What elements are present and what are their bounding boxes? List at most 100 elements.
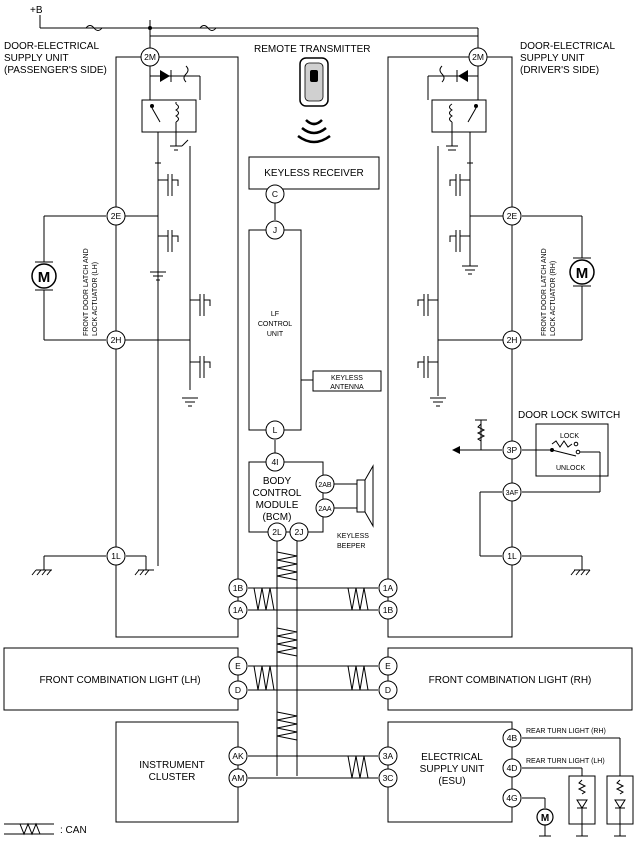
pin-1A-passenger: 1A xyxy=(228,600,248,620)
svg-text:SUPPLY UNIT: SUPPLY UNIT xyxy=(520,53,585,64)
svg-text:LOCK ACTUATOR (RH): LOCK ACTUATOR (RH) xyxy=(550,261,557,336)
fuse-1-icon xyxy=(85,25,103,31)
svg-text:CONTROL: CONTROL xyxy=(253,488,302,499)
svg-text:2E: 2E xyxy=(507,211,518,221)
keyless-beeper-icon xyxy=(356,464,374,528)
rear-turn-light-lh-icon xyxy=(568,775,596,837)
pin-1A-driver: 1A xyxy=(378,578,398,598)
svg-text:(BCM): (BCM) xyxy=(263,512,292,523)
svg-text:AK: AK xyxy=(232,751,244,761)
actuator-lh-label: FRONT DOOR LATCH AND LOCK ACTUATOR (LH) xyxy=(83,248,99,336)
instrument-cluster-box xyxy=(115,721,239,823)
pin-J: J xyxy=(265,220,285,240)
driver-actuator-wiring xyxy=(522,215,583,341)
passenger-door-electrical-supply-unit-box xyxy=(115,56,239,638)
svg-text:CLUSTER: CLUSTER xyxy=(149,772,196,783)
svg-text:FRONT DOOR LATCH AND: FRONT DOOR LATCH AND xyxy=(541,248,548,336)
pin-2E-passenger: 2E xyxy=(106,206,126,226)
pin-4G: 4G xyxy=(502,788,522,808)
esu-motor-icon: M xyxy=(536,808,554,837)
keyless-antenna-label: KEYLESS ANTENNA xyxy=(330,375,364,391)
pin-2J: 2J xyxy=(289,522,309,542)
can-bus-wiring xyxy=(248,540,378,779)
svg-text:2M: 2M xyxy=(472,52,484,62)
passenger-actuator-wiring xyxy=(43,215,106,341)
svg-text:2L: 2L xyxy=(272,527,282,537)
pin-2L: 2L xyxy=(267,522,287,542)
pin-D-rh: D xyxy=(378,680,398,700)
svg-text:BODY: BODY xyxy=(263,476,292,487)
svg-text:DOOR-ELECTRICAL: DOOR-ELECTRICAL xyxy=(520,41,615,52)
svg-text:1A: 1A xyxy=(233,605,244,615)
svg-text:D: D xyxy=(235,685,241,695)
svg-text:ANTENNA: ANTENNA xyxy=(330,384,364,391)
passenger-ground-wiring xyxy=(31,555,154,576)
passenger-unit-label: DOOR-ELECTRICAL SUPPLY UNIT (PASSENGER'S… xyxy=(4,41,107,76)
svg-text:M: M xyxy=(38,269,51,286)
pin-C: C xyxy=(265,184,285,204)
esu-label: ELECTRICAL SUPPLY UNIT (ESU) xyxy=(420,752,485,787)
remote-transmitter-icon xyxy=(299,57,329,107)
remote-transmitter-label: REMOTE TRANSMITTER xyxy=(254,44,370,55)
svg-text:LOCK ACTUATOR (LH): LOCK ACTUATOR (LH) xyxy=(92,262,99,336)
lf-control-unit-label: LF CONTROL UNIT xyxy=(258,311,292,338)
svg-text:LF: LF xyxy=(271,311,279,318)
svg-text:C: C xyxy=(272,189,278,199)
svg-text:E: E xyxy=(385,661,391,671)
svg-text:2M: 2M xyxy=(144,52,156,62)
front-combination-light-rh-box xyxy=(387,647,633,711)
svg-text:DOOR-ELECTRICAL: DOOR-ELECTRICAL xyxy=(4,41,99,52)
svg-text:BEEPER: BEEPER xyxy=(337,543,365,550)
can-legend-label: : CAN xyxy=(60,825,87,836)
switch-lock-label: LOCK xyxy=(560,433,579,440)
motor-rh-icon: M xyxy=(569,257,595,287)
motor-lh-icon: M xyxy=(31,261,57,291)
pin-3P: 3P xyxy=(502,440,522,460)
svg-text:1L: 1L xyxy=(507,551,517,561)
svg-text:SUPPLY UNIT: SUPPLY UNIT xyxy=(4,53,69,64)
door-lock-switch-label: DOOR LOCK SWITCH xyxy=(518,410,620,421)
front-combination-light-lh-label: FRONT COMBINATION LIGHT (LH) xyxy=(39,675,200,686)
keyless-receiver-box xyxy=(248,156,380,190)
pin-2M-driver: 2M xyxy=(468,47,488,67)
svg-text:J: J xyxy=(273,225,277,235)
svg-text:D: D xyxy=(385,685,391,695)
svg-text:3P: 3P xyxy=(507,445,518,455)
diode-icon xyxy=(160,70,170,82)
svg-text:(PASSENGER'S SIDE): (PASSENGER'S SIDE) xyxy=(4,65,107,76)
pin-1L-driver: 1L xyxy=(502,546,522,566)
esu-output-wiring xyxy=(522,737,621,808)
svg-text:INSTRUMENT: INSTRUMENT xyxy=(139,760,205,771)
svg-text:MODULE: MODULE xyxy=(256,500,299,511)
driver-unit-label: DOOR-ELECTRICAL SUPPLY UNIT (DRIVER'S SI… xyxy=(520,41,615,76)
svg-text:FRONT DOOR LATCH AND: FRONT DOOR LATCH AND xyxy=(83,248,90,336)
radio-wave-icon xyxy=(297,119,331,144)
power-supply-line: +B xyxy=(30,5,479,48)
svg-text:4G: 4G xyxy=(506,793,517,803)
svg-text:KEYLESS: KEYLESS xyxy=(331,375,363,382)
svg-text:ELECTRICAL: ELECTRICAL xyxy=(421,752,483,763)
svg-text:(ESU): (ESU) xyxy=(438,776,465,787)
svg-text:2H: 2H xyxy=(507,335,518,345)
rear-turn-light-lh-label: REAR TURN LIGHT (LH) xyxy=(526,758,605,765)
pin-4B: 4B xyxy=(502,728,522,748)
keyless-receiver-label: KEYLESS RECEIVER xyxy=(264,168,363,179)
svg-text:1L: 1L xyxy=(111,551,121,561)
pin-4I: 4I xyxy=(265,452,285,472)
pin-3AF: 3AF xyxy=(502,482,522,502)
keyless-antenna-box xyxy=(312,370,382,392)
driver-3af-link xyxy=(479,491,502,557)
pin-1L-passenger: 1L xyxy=(106,546,126,566)
pin-3A: 3A xyxy=(378,746,398,766)
svg-text:1A: 1A xyxy=(383,583,394,593)
svg-text:1B: 1B xyxy=(383,605,394,615)
pin-3C: 3C xyxy=(378,768,398,788)
svg-text:2AB: 2AB xyxy=(318,482,332,489)
pin-D-lh: D xyxy=(228,680,248,700)
pin-2M-passenger: 2M xyxy=(140,47,160,67)
pin-2E-driver: 2E xyxy=(502,206,522,226)
svg-text:E: E xyxy=(235,661,241,671)
pin-2H-passenger: 2H xyxy=(106,330,126,350)
pin-AM: AM xyxy=(228,768,248,788)
svg-text:KEYLESS: KEYLESS xyxy=(337,533,369,540)
